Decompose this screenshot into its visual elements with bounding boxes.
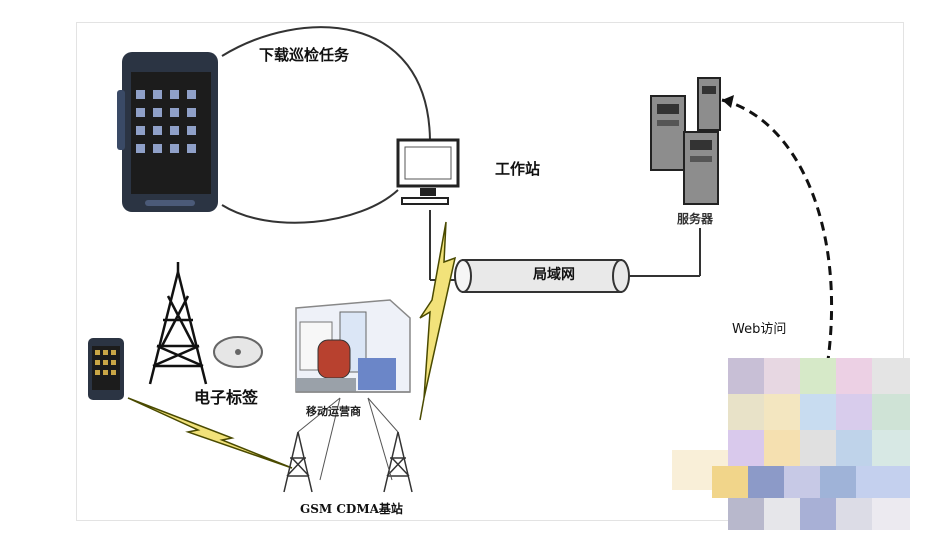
operator-to-station-links [297, 397, 399, 481]
web-access-label: Web访问 [732, 322, 787, 337]
upload-link [221, 189, 399, 224]
download-task-label: 下载巡检任务 [259, 46, 350, 64]
rfid-tag-icon [213, 336, 263, 368]
pixelated-watermark [672, 358, 910, 530]
operator-building-icon [295, 299, 411, 393]
download-task-link [221, 26, 431, 141]
operator-label: 移动运营商 [306, 405, 361, 418]
android-phone-icon [117, 52, 218, 212]
wireless-link-diagonal [127, 397, 293, 469]
wireless-link-vertical [419, 221, 457, 399]
workstation-label: 工作站 [495, 160, 541, 178]
cell-tower-icon [283, 431, 413, 493]
lan-pipe [454, 228, 701, 293]
lan-label: 局域网 [533, 267, 575, 283]
rfid-tag-label: 电子标签 [194, 388, 259, 407]
radio-tower-icon [148, 262, 208, 385]
web-access-link [721, 98, 834, 361]
small-phone-icon [88, 338, 124, 400]
base-station-label: GSM CDMA基站 [300, 502, 403, 516]
computer-monitor-icon [396, 138, 462, 281]
server-label: 服务器 [677, 212, 714, 226]
server-tower-icon [650, 77, 721, 205]
